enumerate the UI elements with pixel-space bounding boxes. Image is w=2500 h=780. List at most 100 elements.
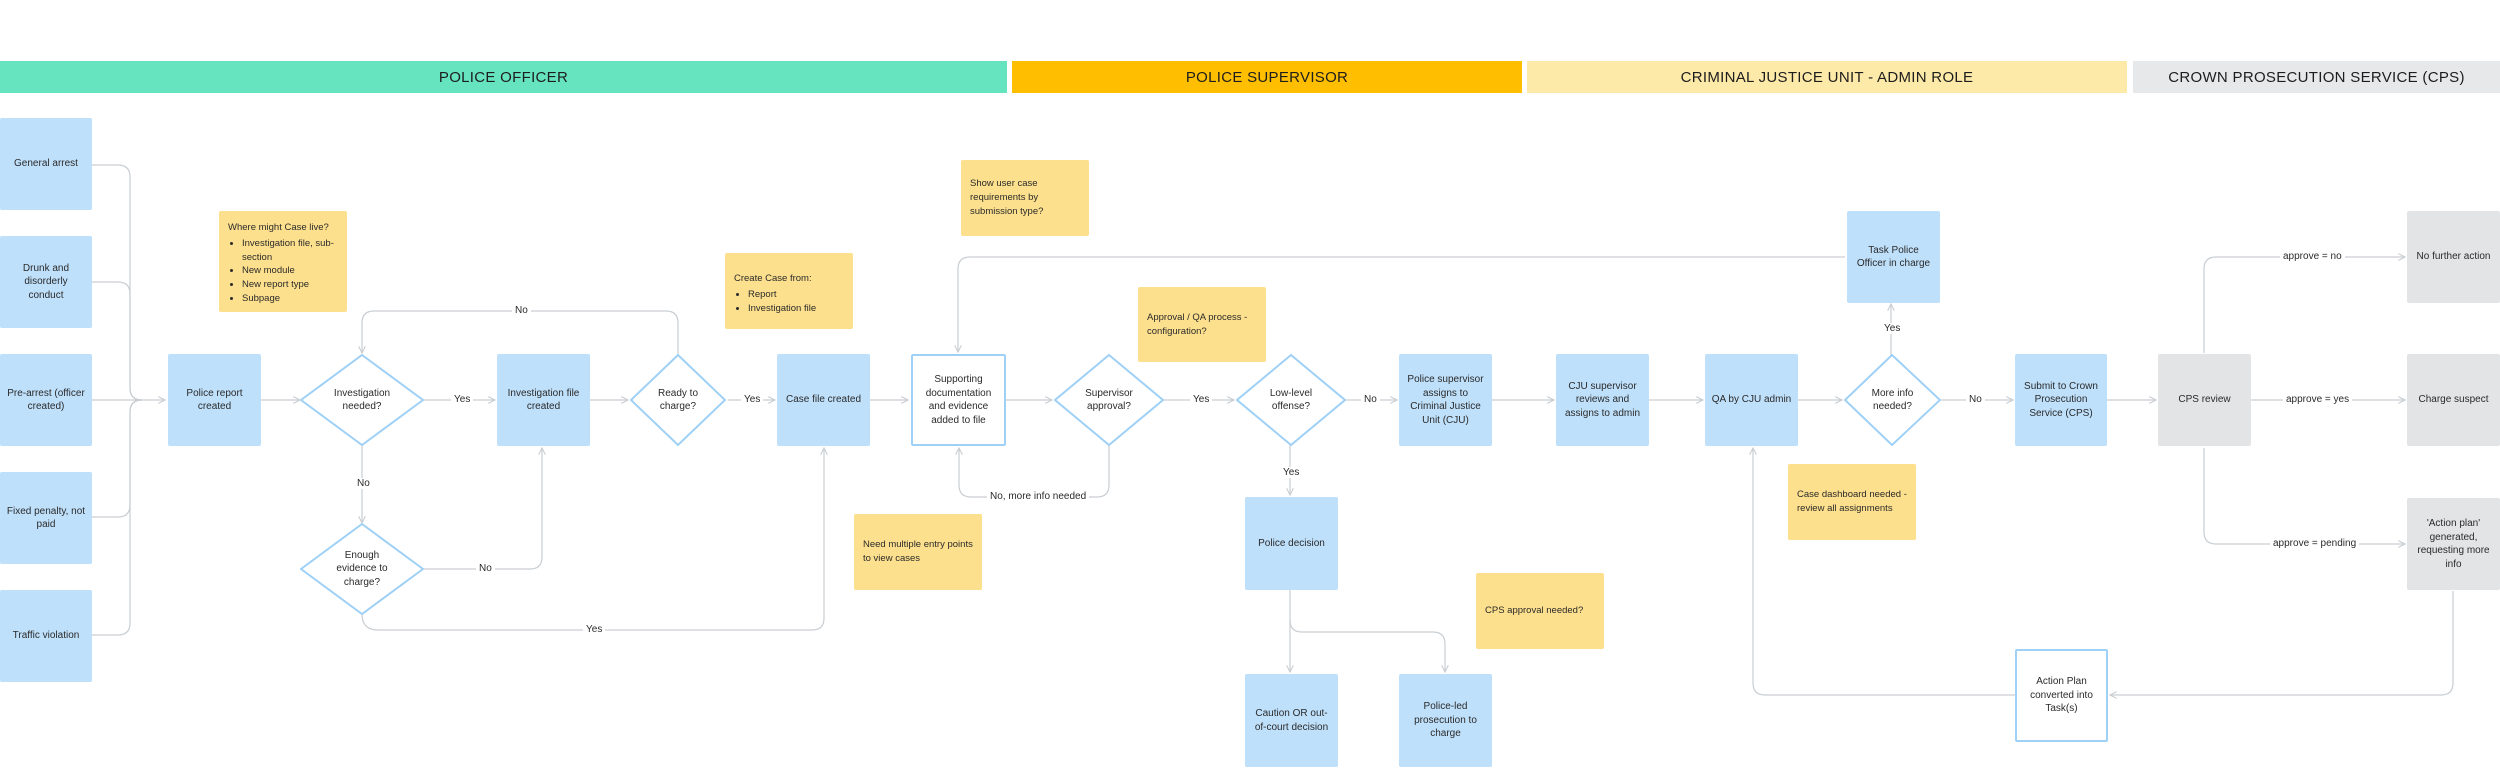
node-label: Traffic violation	[12, 630, 80, 642]
note-item: Investigation file, sub-section	[242, 237, 338, 265]
connector-drunk	[92, 281, 143, 401]
note-case-dashboard: Case dashboard needed - review all assig…	[1788, 464, 1916, 540]
decision-shape	[1844, 354, 1941, 446]
decision-label: Investigation needed?	[333, 387, 391, 413]
note-text: Case dashboard needed - review all assig…	[1797, 489, 1907, 514]
decision-label: Low-level offense?	[1269, 387, 1313, 413]
connector-ready-no-loop	[362, 310, 679, 355]
note-item: New report type	[242, 278, 338, 292]
note-text: CPS approval needed?	[1485, 605, 1584, 617]
connector-general-arrest	[92, 164, 143, 401]
lane-crown-prosecution-service: CROWN PROSECUTION SERVICE (CPS)	[2133, 61, 2500, 93]
label-no-more-info-needed: No, more info needed	[987, 491, 1090, 502]
decision-more-info-needed[interactable]: More info needed?	[1844, 354, 1941, 446]
decision-shape	[300, 354, 424, 446]
decision-supervisor-approval[interactable]: Supervisor approval?	[1054, 354, 1164, 446]
node-pre-arrest[interactable]: Pre-arrest (officer created)	[0, 354, 92, 446]
label-no-ready-loop: No	[512, 305, 531, 316]
node-label: Police-led prosecution to charge	[1414, 701, 1477, 740]
note-show-requirements: Show user case requirements by submissio…	[961, 160, 1089, 236]
node-caution-out-of-court[interactable]: Caution OR out-of-court decision	[1245, 674, 1338, 767]
note-approval-qa: Approval / QA process - configuration?	[1138, 287, 1266, 362]
node-action-plan-generated[interactable]: 'Action plan' generated, requesting more…	[2407, 498, 2500, 590]
decision-ready-to-charge[interactable]: Ready to charge?	[630, 354, 726, 446]
node-assign-to-cju[interactable]: Police supervisor assigns to Criminal Ju…	[1399, 354, 1492, 446]
node-no-further-action[interactable]: No further action	[2407, 211, 2500, 303]
lane-title: CROWN PROSECUTION SERVICE (CPS)	[2168, 68, 2465, 86]
label-yes-moreinfo: Yes	[1881, 323, 1904, 334]
lane-title: POLICE SUPERVISOR	[1185, 68, 1349, 86]
note-list: Investigation file, sub-section New modu…	[228, 237, 338, 306]
node-label: Supporting documentation and evidence ad…	[925, 374, 992, 426]
connector-decision-to-prosecution	[1289, 619, 1445, 672]
note-text: Show user case requirements by submissio…	[970, 178, 1044, 217]
connector-traffic	[92, 400, 165, 636]
node-police-report-created[interactable]: Police report created	[168, 354, 261, 446]
label-yes-evidence: Yes	[583, 624, 606, 635]
node-label: Investigation file created	[507, 387, 580, 413]
lane-title: POLICE OFFICER	[438, 68, 569, 86]
node-label: 'Action plan' generated, requesting more…	[2417, 518, 2490, 570]
node-label: General arrest	[14, 158, 78, 170]
decision-low-level-offense[interactable]: Low-level offense?	[1236, 354, 1346, 446]
decision-investigation-needed[interactable]: Investigation needed?	[300, 354, 424, 446]
note-title: Create Case from:	[734, 273, 812, 284]
connector-fixed-penalty	[92, 399, 143, 518]
decision-label: Supervisor approval?	[1085, 387, 1133, 413]
note-multiple-entry: Need multiple entry points to view cases	[854, 514, 982, 590]
note-list: Report Investigation file	[734, 288, 844, 316]
node-general-arrest[interactable]: General arrest	[0, 118, 92, 210]
connector-approve-pending	[2203, 448, 2405, 544]
node-label: Drunk and disorderly conduct	[22, 262, 70, 301]
decision-shape	[1236, 354, 1346, 446]
note-create-case-from: Create Case from: Report Investigation f…	[725, 253, 853, 329]
node-label: Action Plan converted into Task(s)	[2030, 676, 2093, 715]
note-text: Need multiple entry points to view cases	[863, 539, 973, 564]
node-label: Fixed penalty, not paid	[6, 505, 86, 531]
node-label: Pre-arrest (officer created)	[7, 387, 85, 413]
note-text: Approval / QA process - configuration?	[1147, 311, 1248, 337]
label-yes-ready: Yes	[741, 394, 764, 405]
node-label: Task Police Officer in charge	[1856, 244, 1931, 270]
note-item: Investigation file	[748, 302, 844, 316]
node-submit-to-cps[interactable]: Submit to Crown Prosecution Service (CPS…	[2015, 354, 2107, 446]
connector-approve-no	[2203, 257, 2405, 353]
node-label: Charge suspect	[2418, 394, 2489, 406]
lane-police-supervisor: POLICE SUPERVISOR	[1012, 61, 1522, 93]
decision-label: Ready to charge?	[657, 387, 699, 413]
note-item: Subpage	[242, 292, 338, 306]
connector-more-info-loop	[959, 445, 1110, 498]
label-approve-yes: approve = yes	[2283, 394, 2353, 405]
node-supporting-documentation[interactable]: Supporting documentation and evidence ad…	[911, 354, 1006, 446]
node-qa-by-cju-admin[interactable]: QA by CJU admin	[1705, 354, 1798, 446]
node-case-file-created[interactable]: Case file created	[777, 354, 870, 446]
label-no-investigation: No	[354, 478, 373, 489]
node-police-led-prosecution[interactable]: Police-led prosecution to charge	[1399, 674, 1492, 767]
label-yes-lowlevel: Yes	[1280, 467, 1303, 478]
lane-title: CRIMINAL JUSTICE UNIT - ADMIN ROLE	[1680, 68, 1974, 86]
note-where-case-live: Where might Case live? Investigation fil…	[219, 211, 347, 312]
node-drunk-disorderly[interactable]: Drunk and disorderly conduct	[0, 236, 92, 328]
node-fixed-penalty[interactable]: Fixed penalty, not paid	[0, 472, 92, 564]
label-no-moreinfo: No	[1966, 394, 1985, 405]
connector-evidence-yes	[361, 448, 824, 631]
decision-shape	[630, 354, 726, 446]
connector-plan-to-tasks	[2110, 591, 2454, 695]
node-label: CJU supervisor reviews and assigns to ad…	[1564, 380, 1641, 419]
node-label: Submit to Crown Prosecution Service (CPS…	[2024, 380, 2098, 419]
node-cju-supervisor-reviews[interactable]: CJU supervisor reviews and assigns to ad…	[1556, 354, 1649, 446]
connector-evidence-no	[424, 448, 542, 570]
label-no-evidence: No	[476, 563, 495, 574]
node-investigation-file-created[interactable]: Investigation file created	[497, 354, 590, 446]
node-cps-review[interactable]: CPS review	[2158, 354, 2251, 446]
label-approve-pending: approve = pending	[2270, 538, 2360, 549]
node-traffic-violation[interactable]: Traffic violation	[0, 590, 92, 682]
decision-enough-evidence[interactable]: Enough evidence to charge?	[300, 523, 424, 615]
node-action-plan-tasks[interactable]: Action Plan converted into Task(s)	[2015, 649, 2108, 742]
node-police-decision[interactable]: Police decision	[1245, 497, 1338, 590]
decision-shape	[300, 523, 424, 615]
node-task-police-officer[interactable]: Task Police Officer in charge	[1847, 211, 1940, 303]
node-label: Police decision	[1258, 537, 1325, 549]
node-charge-suspect[interactable]: Charge suspect	[2407, 354, 2500, 446]
label-approve-no: approve = no	[2280, 251, 2345, 262]
